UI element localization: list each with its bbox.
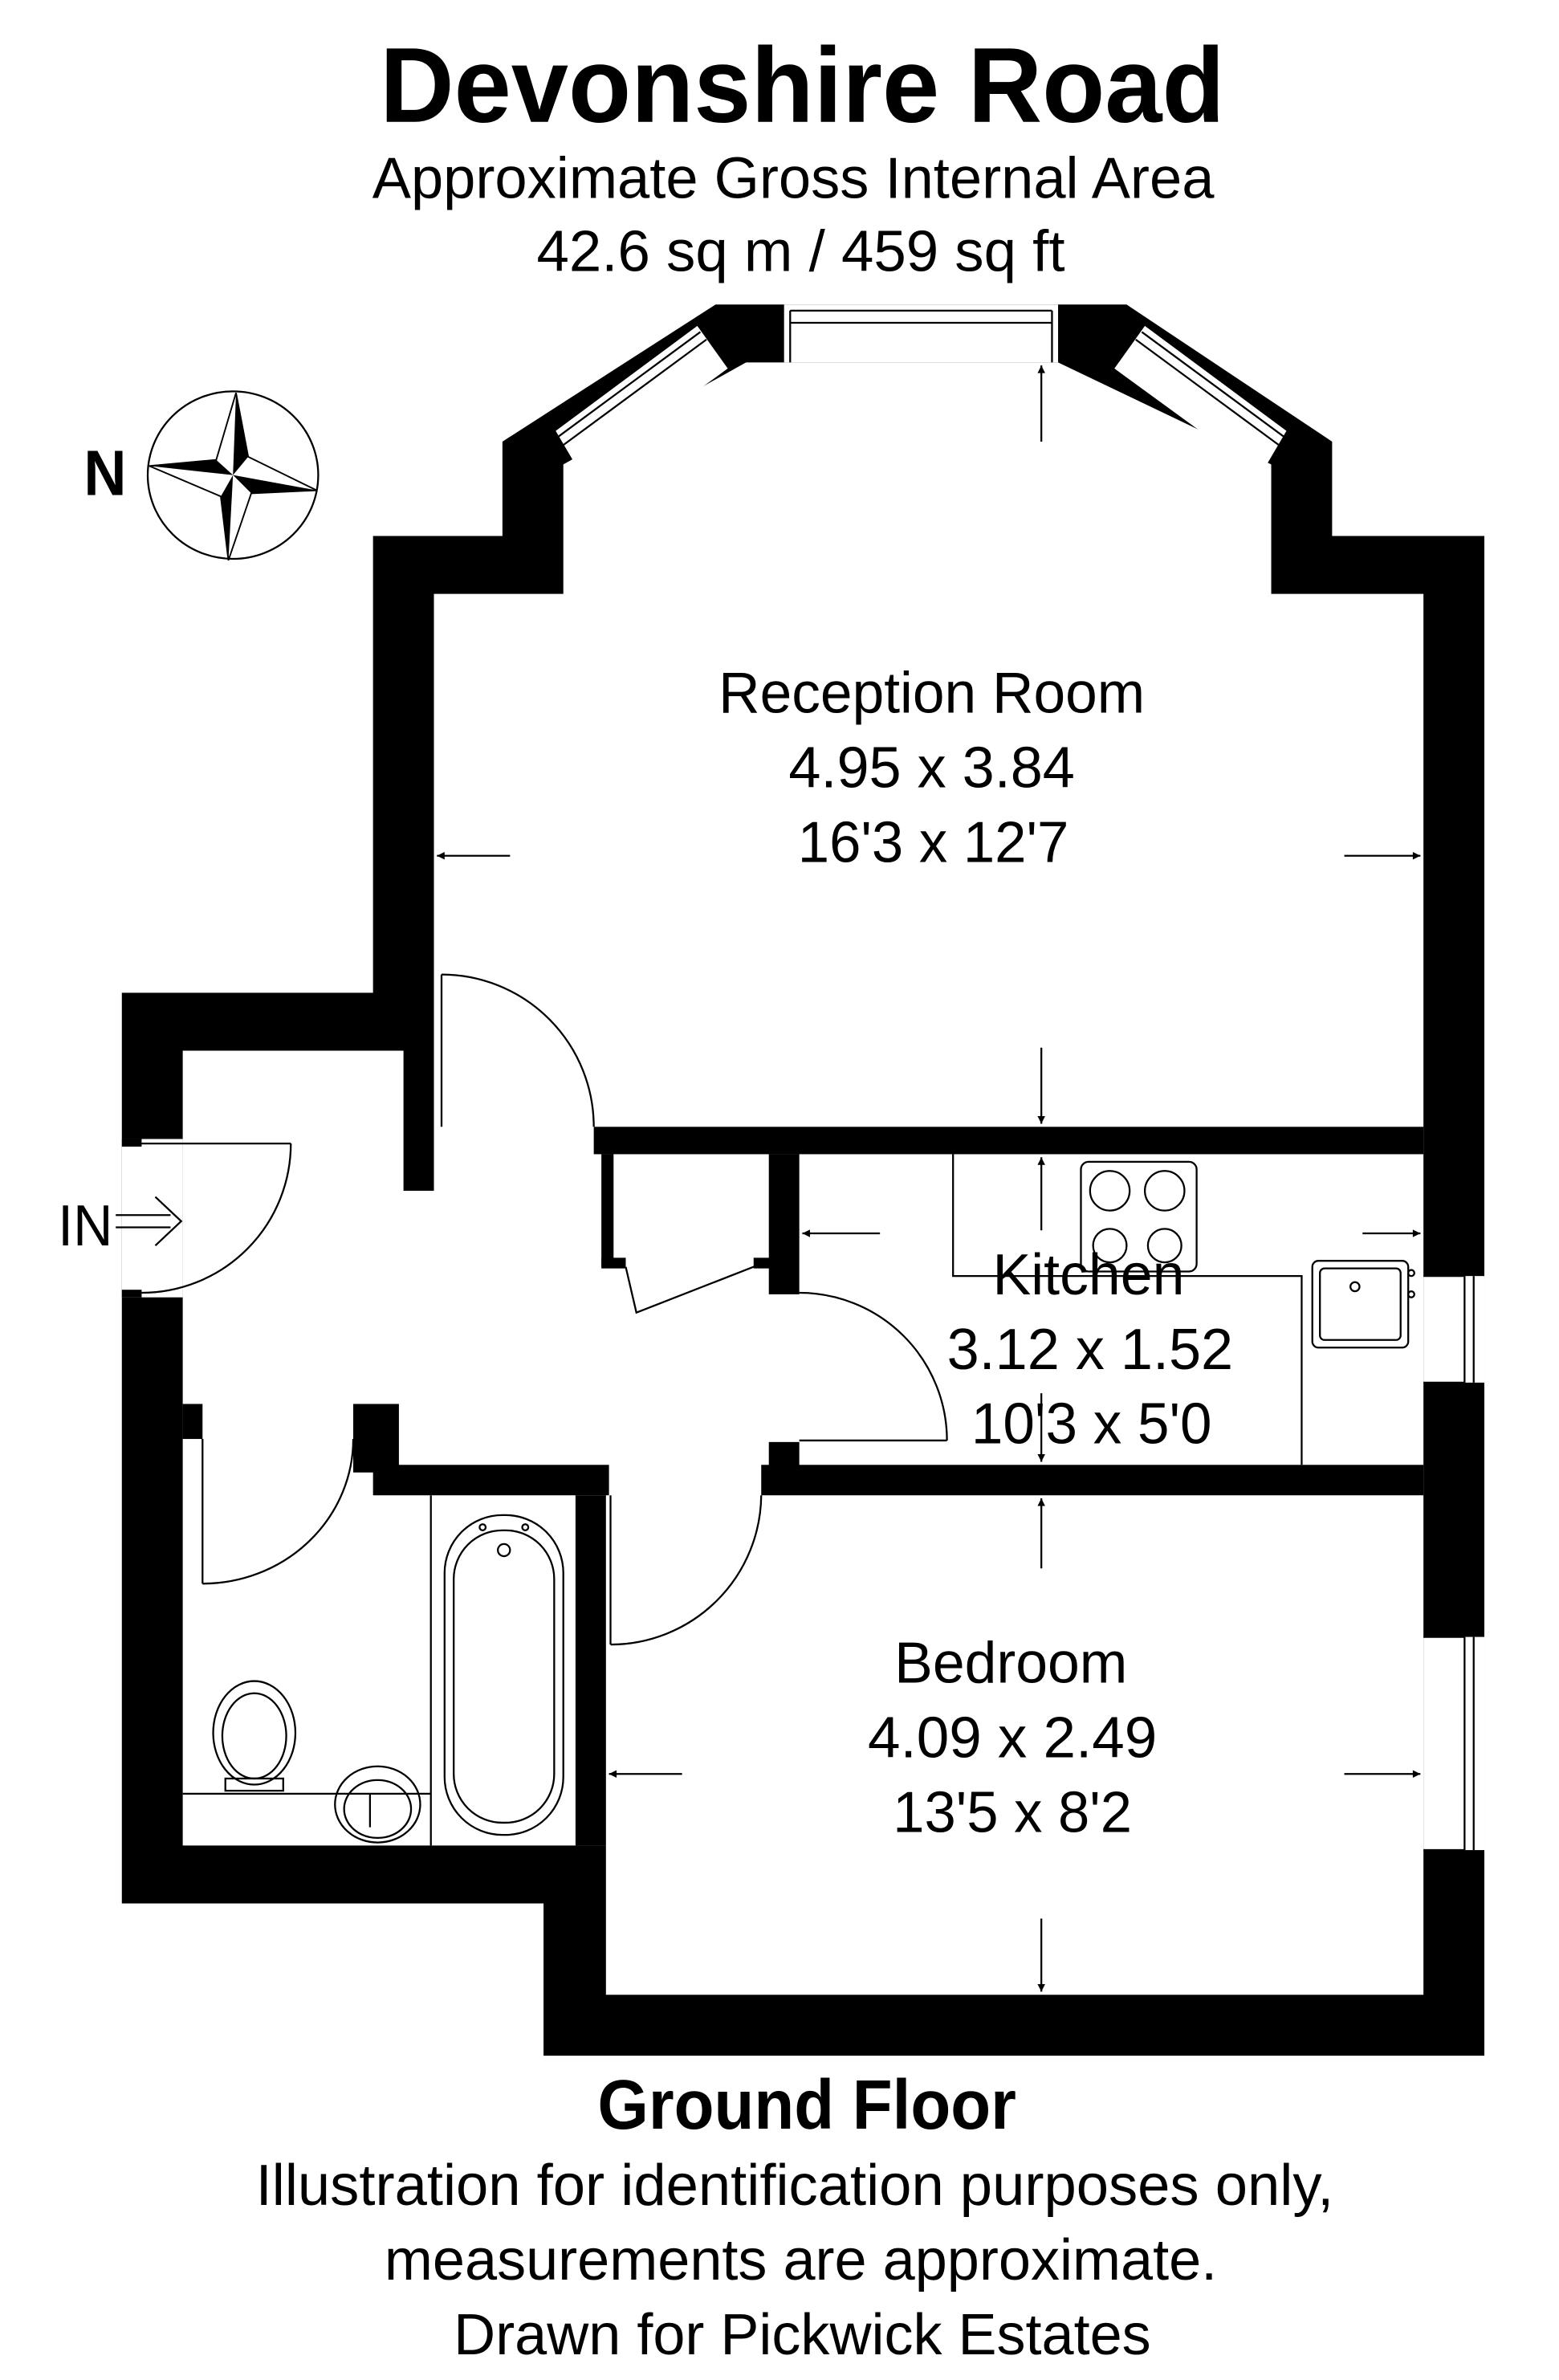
entrance-label: IN (58, 1194, 112, 1258)
toilet-icon (212, 1680, 297, 1792)
bathroom-door[interactable] (201, 1439, 355, 1585)
room-kitchen: Kitchen 3.12 x 1.52 10'3 x 5'0 (947, 1243, 1234, 1457)
disclaimer-line-1: Illustration for identification purposes… (256, 2154, 1334, 2218)
room-name: Reception Room (718, 661, 1145, 725)
disclaimer-line-2: measurements are approximate. (385, 2228, 1217, 2292)
disclaimer-line-3: Drawn for Pickwick Estates (454, 2303, 1151, 2367)
bedroom-window (1423, 1636, 1485, 1852)
reception-door[interactable] (440, 973, 595, 1127)
bay-window (555, 304, 1288, 475)
room-reception: Reception Room 4.95 x 3.84 16'3 x 12'7 (718, 661, 1145, 874)
room-metric: 4.95 x 3.84 (788, 736, 1075, 800)
hob-icon (1080, 1160, 1198, 1273)
room-imperial: 13'5 x 8'2 (893, 1780, 1132, 1844)
entrance-arrow-icon (116, 1196, 183, 1247)
cupboard-door[interactable] (625, 1262, 762, 1314)
bedroom-door[interactable] (609, 1495, 763, 1646)
floor-label: Ground Floor (597, 2066, 1016, 2144)
kitchen-worktop (952, 1154, 1303, 1465)
compass-icon (146, 390, 320, 561)
dimension-arrows (437, 365, 1421, 1992)
entrance-door-opening (121, 1139, 183, 1298)
room-name: Kitchen (992, 1243, 1184, 1307)
kitchen-door[interactable] (799, 1291, 948, 1442)
room-bedroom: Bedroom 4.09 x 2.49 13'5 x 8'2 (868, 1631, 1157, 1844)
subtitle: Approximate Gross Internal Area (372, 147, 1215, 211)
room-metric: 4.09 x 2.49 (868, 1706, 1157, 1770)
gross-area: 42.6 sq m / 459 sq ft (537, 220, 1065, 284)
entrance-door[interactable] (141, 1143, 292, 1294)
page-title: Devonshire Road (380, 26, 1224, 145)
room-imperial: 10'3 x 5'0 (971, 1392, 1212, 1457)
bath-icon (429, 1495, 564, 1846)
interior-floor (182, 362, 1424, 1995)
room-name: Bedroom (894, 1631, 1127, 1695)
kitchen-window (1423, 1275, 1485, 1384)
basin-icon (334, 1765, 421, 1844)
interior-walls (182, 1050, 1424, 1846)
room-metric: 3.12 x 1.52 (947, 1318, 1234, 1382)
compass-north-label: N (83, 437, 126, 508)
room-imperial: 16'3 x 12'7 (798, 810, 1069, 874)
kitchen-sink-icon (1311, 1260, 1415, 1349)
